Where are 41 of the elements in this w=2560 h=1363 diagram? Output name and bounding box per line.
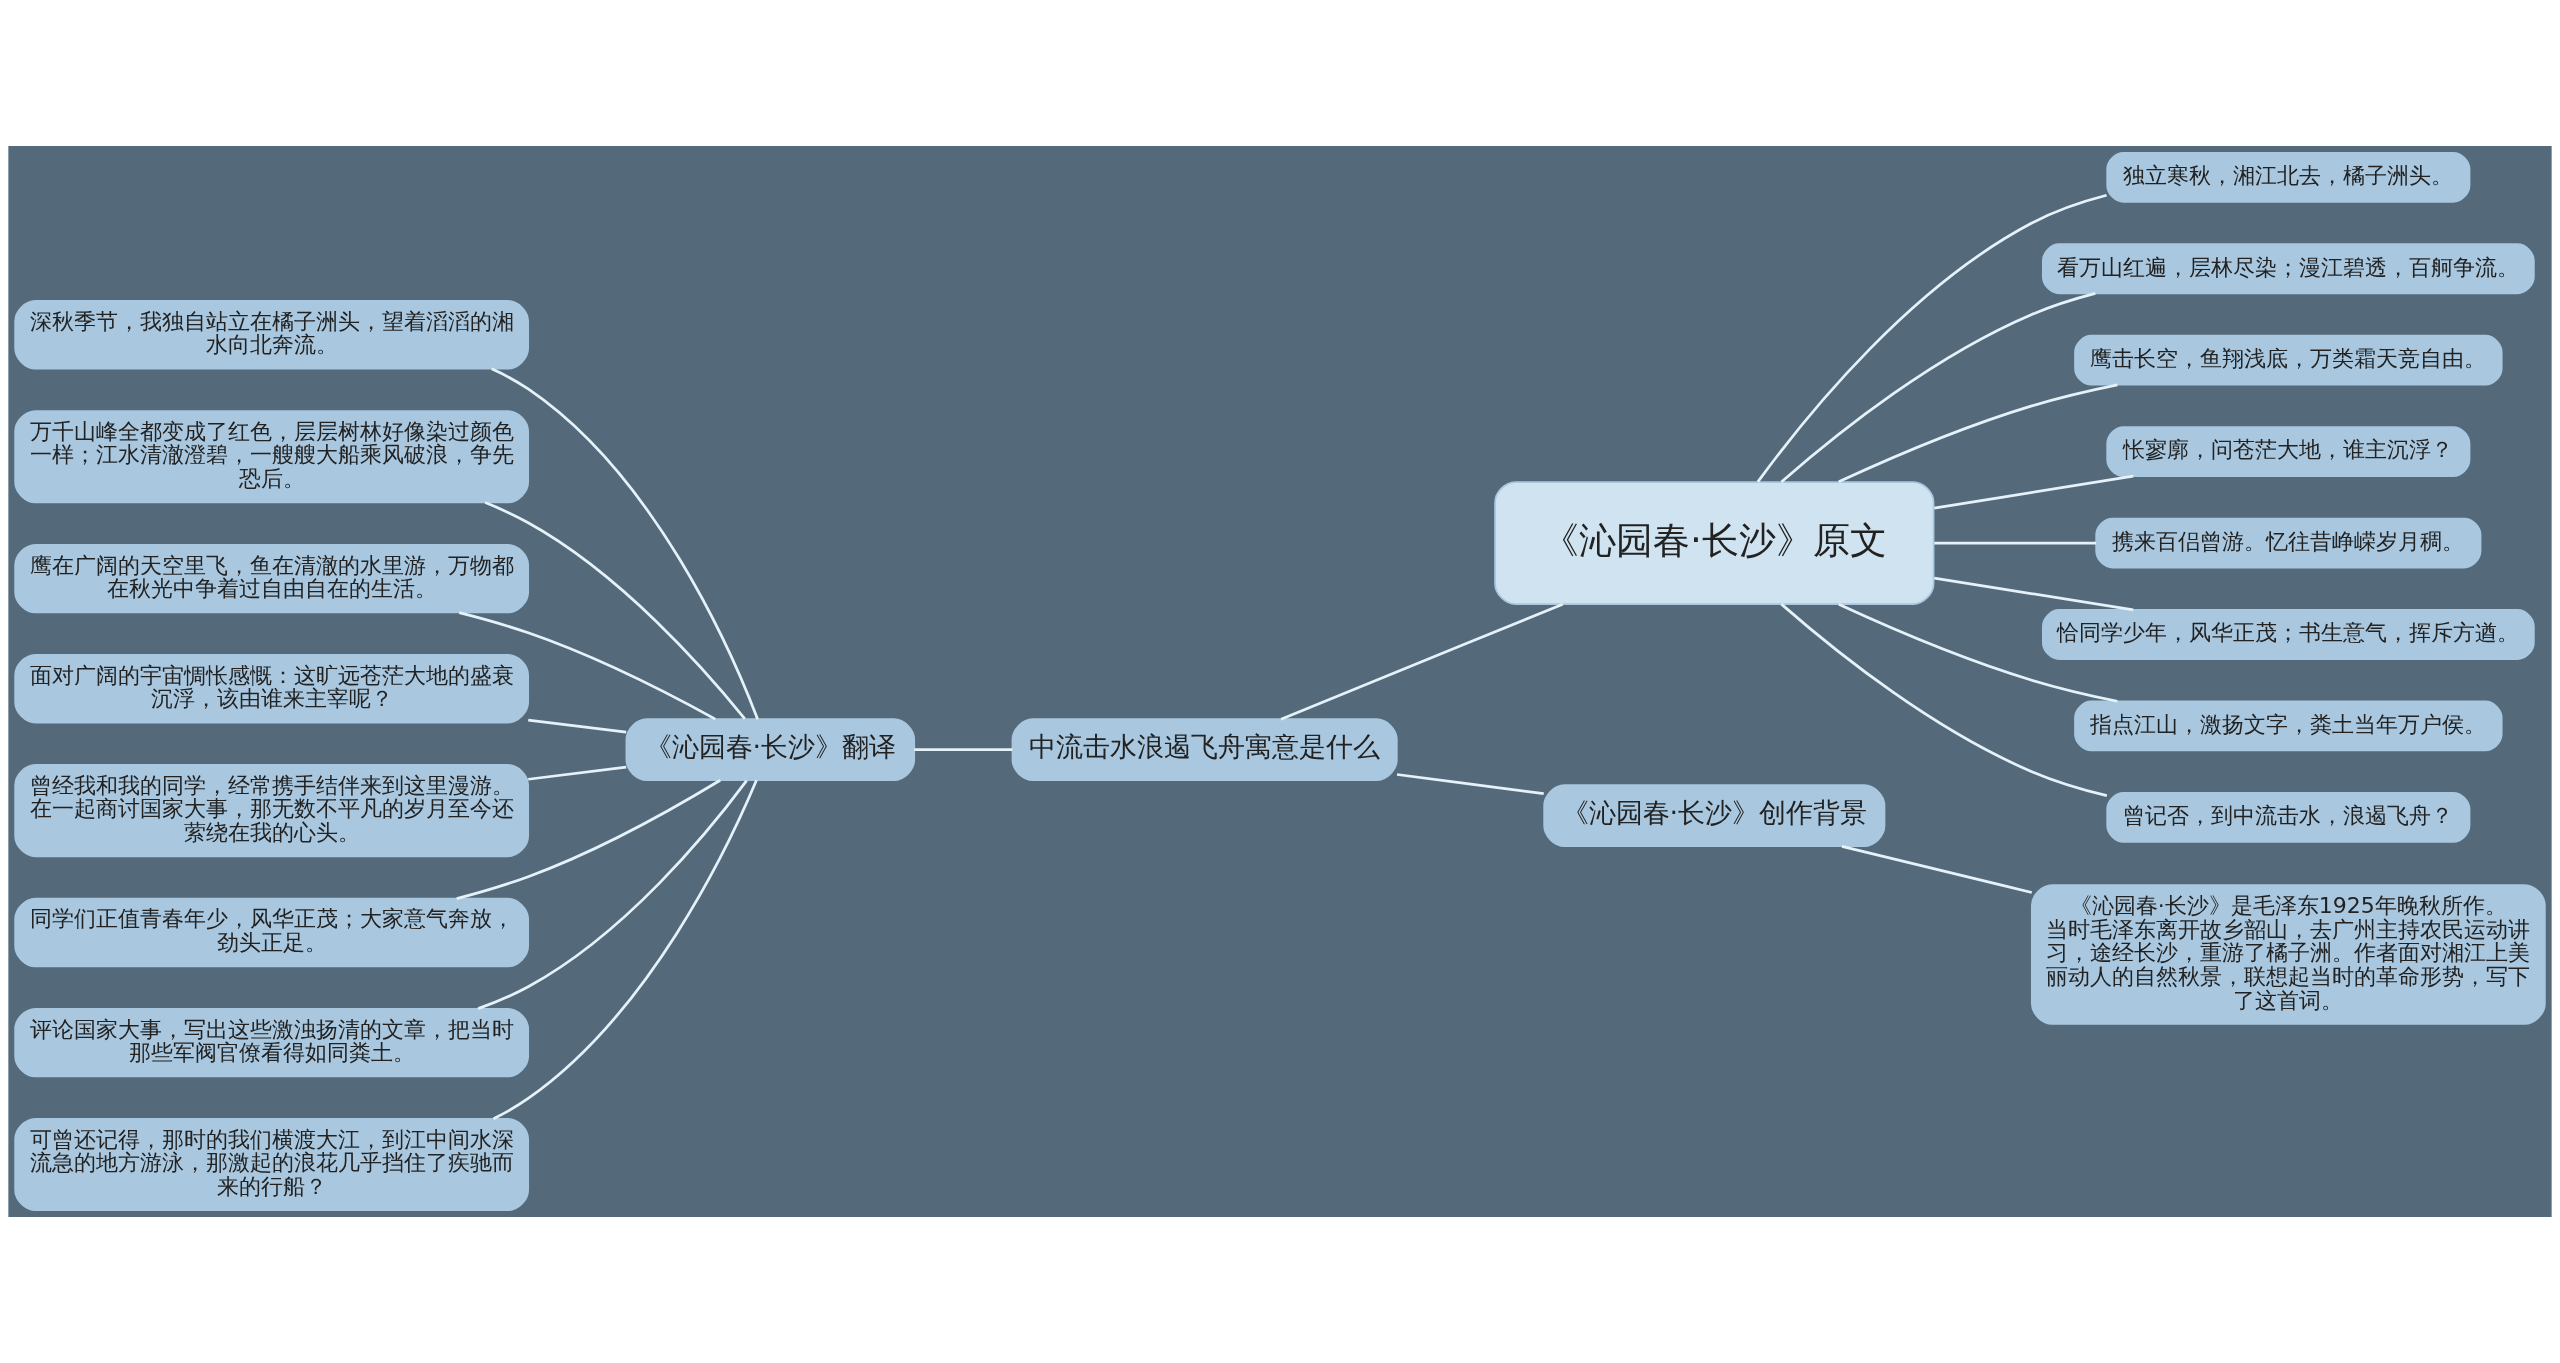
connector bbox=[1838, 603, 2118, 703]
connector bbox=[1780, 603, 2108, 797]
node-box: 中流击水浪遏飞舟寓意是什么 bbox=[1011, 718, 1398, 781]
connector bbox=[1934, 576, 2134, 612]
node-box: 曾经我和我的同学，经常携手结伴来到这里漫游。在一起商讨国家大事，那无数不平凡的岁月至今还萦绕在我的心头。 bbox=[14, 764, 530, 858]
connector bbox=[528, 718, 627, 734]
connector bbox=[491, 367, 759, 720]
connector bbox=[528, 765, 627, 781]
connector bbox=[1934, 541, 2097, 545]
connector bbox=[1780, 292, 2096, 484]
node-box: 面对广阔的宇宙惆怅感慨：这旷远苍茫大地的盛衰沉浮，该由谁来主宰呢？ bbox=[14, 654, 530, 724]
connector bbox=[1756, 193, 2107, 483]
connector bbox=[492, 779, 758, 1120]
node-box: 同学们正值青春年少，风华正茂；大家意气奔放，劲头正足。 bbox=[14, 897, 530, 968]
node-box: 《沁园春·长沙》创作背景 bbox=[1543, 784, 1886, 847]
connector bbox=[477, 779, 748, 1010]
node-box: 《沁园春·长沙》是毛泽东1925年晚秋所作。当时毛泽东离开故乡韶山，去广州主持农民运动讲习，途经长沙，重游了橘子洲。作者面对湘江上美丽动人的自然秋景，联想起当时的革命形势，写下了这首词。 bbox=[2030, 884, 2546, 1025]
connector bbox=[458, 611, 716, 721]
node-box: 评论国家大事，写出这些激浊扬清的文章，把当时那些军阀官僚看得如同粪土。 bbox=[14, 1007, 530, 1078]
connector bbox=[1280, 603, 1564, 721]
node-box: 深秋季节，我独自站立在橘子洲头，望着滔滔的湘水向北奔流。 bbox=[14, 300, 530, 370]
connector bbox=[1396, 773, 1544, 795]
node-box: 恰同学少年，风华正茂；书生意气，挥斥方遒。 bbox=[2041, 609, 2535, 660]
node-box: 万千山峰全都变成了红色，层层树林好像染过颜色一样；江水清澈澄碧，一艘艘大船乘风破浪，争先恐后。 bbox=[14, 410, 530, 504]
node-box: 携来百侣曾游。忆往昔峥嵘岁月稠。 bbox=[2095, 517, 2482, 569]
node-box: 怅寥廓，问苍茫大地，谁主沉浮？ bbox=[2106, 426, 2471, 478]
connector bbox=[484, 501, 746, 720]
node-box: 可曾还记得，那时的我们横渡大江，到江中间水深流急的地方游泳，那激起的浪花几乎挡住了疾驰而来的行船？ bbox=[14, 1117, 530, 1212]
connector bbox=[914, 748, 1013, 751]
node-box: 独立寒秋，湘江北去，橘子洲头。 bbox=[2106, 151, 2471, 203]
connector bbox=[1841, 845, 2033, 894]
connector bbox=[1838, 383, 2118, 484]
node-box: 《沁园春·长沙》翻译 bbox=[625, 718, 916, 781]
connector bbox=[456, 779, 721, 900]
node-box: 鹰击长空，鱼翔浅底，万类霜天竞自由。 bbox=[2074, 334, 2503, 386]
node-box: 看万山红遍，层林尽染；漫江碧透，百舸争流。 bbox=[2041, 243, 2535, 295]
node-box: 《沁园春·长沙》原文 bbox=[1494, 481, 1935, 605]
node-box: 指点江山，激扬文字，粪土当年万户侯。 bbox=[2074, 700, 2503, 752]
node-box: 鹰在广阔的天空里飞，鱼在清澈的水里游，万物都在秋光中争着过自由自在的生活。 bbox=[14, 543, 530, 614]
node-box: 曾记否，到中流击水，浪遏飞舟？ bbox=[2106, 792, 2471, 843]
connector bbox=[1934, 474, 2134, 510]
